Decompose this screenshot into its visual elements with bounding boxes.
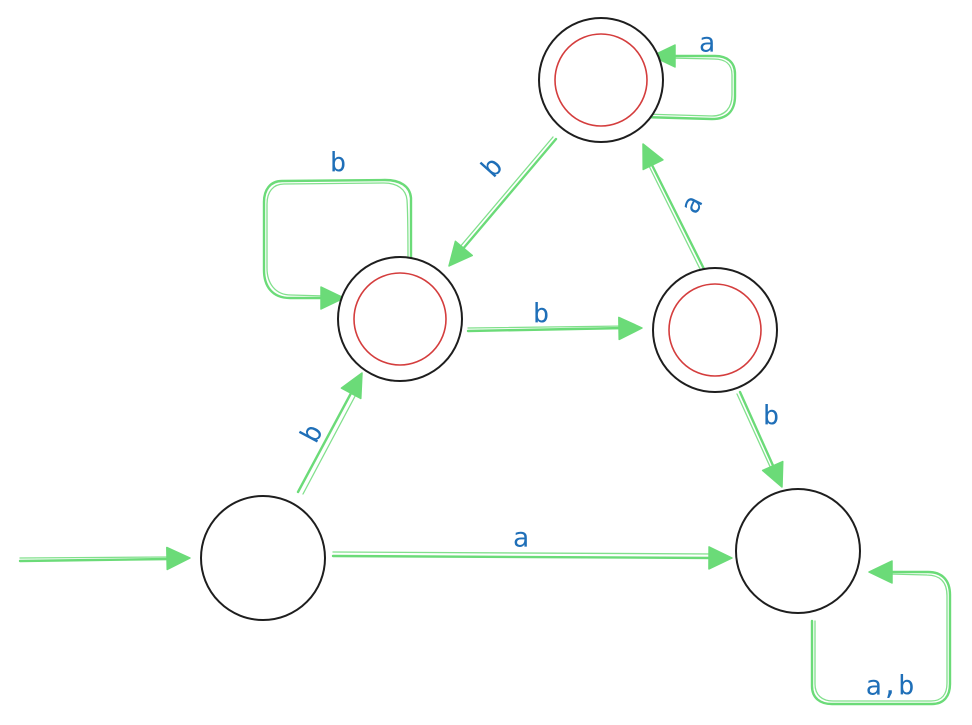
state-q4 (735, 488, 861, 614)
transition-q2-q3 (642, 143, 706, 272)
start-arrow-line (18, 557, 172, 563)
transition-label: b (475, 151, 509, 184)
accepting-ring (668, 283, 762, 377)
transitions-layer (18, 44, 952, 706)
transition-q0-q1 (296, 372, 363, 495)
state-q3-accepting (538, 17, 664, 143)
transition-line-stroke (736, 393, 773, 472)
transition-q3-q1 (448, 136, 558, 267)
transition-label: a (675, 190, 710, 218)
transition-line-stroke (641, 57, 733, 117)
transition-line (810, 570, 952, 706)
transition-line-stroke (814, 573, 948, 702)
transition-label: b (330, 148, 346, 179)
start-arrow (18, 546, 191, 571)
start-arrow-stroke (19, 556, 171, 559)
transition-arrowhead (448, 240, 473, 267)
transition-line (466, 326, 628, 333)
transition-arrowhead (761, 460, 784, 488)
states-layer (200, 17, 861, 621)
transition-arrowhead (642, 143, 664, 171)
transition-line-stroke (266, 182, 409, 297)
transition-label: b (533, 299, 549, 330)
transition-line-stroke (648, 165, 702, 272)
transition-label: a (513, 523, 529, 554)
transition-arrowhead (651, 44, 676, 68)
state-circle (735, 488, 861, 614)
state-q2-accepting (652, 267, 778, 393)
transition-label: b (763, 401, 779, 432)
transition-line (650, 163, 706, 271)
state-q0 (200, 495, 326, 621)
transition-arrowhead (708, 546, 733, 570)
transition-q1-q1 (262, 178, 413, 310)
transition-line-stroke (302, 384, 362, 495)
transition-line (331, 554, 718, 560)
start-arrow-head (166, 546, 191, 571)
state-circle (337, 256, 463, 382)
transition-label: a (699, 28, 715, 59)
transition-line-stroke (458, 136, 554, 249)
transition-label: a,b (866, 671, 915, 702)
transition-arrowhead (618, 316, 643, 341)
transition-line (296, 380, 359, 494)
accepting-ring (353, 272, 447, 366)
transition-q1-q2 (466, 316, 643, 341)
state-q1-accepting (337, 256, 463, 382)
state-circle (652, 267, 778, 393)
transition-q4-q4 (810, 560, 952, 706)
transition-q2-q4 (736, 390, 784, 488)
transition-line-stroke (332, 551, 717, 555)
state-circle (538, 17, 664, 143)
transition-arrowhead (320, 286, 345, 310)
state-circle (200, 495, 326, 621)
transition-q3-q3 (640, 44, 737, 121)
transition-line (460, 137, 558, 252)
transition-line (262, 178, 413, 300)
transition-line-stroke (467, 325, 627, 329)
transition-q0-q4 (331, 546, 733, 570)
accepting-ring (554, 33, 648, 127)
transition-line (738, 390, 777, 472)
transition-line (640, 54, 737, 121)
transition-arrowhead (340, 372, 363, 400)
transition-arrowhead (868, 560, 893, 584)
